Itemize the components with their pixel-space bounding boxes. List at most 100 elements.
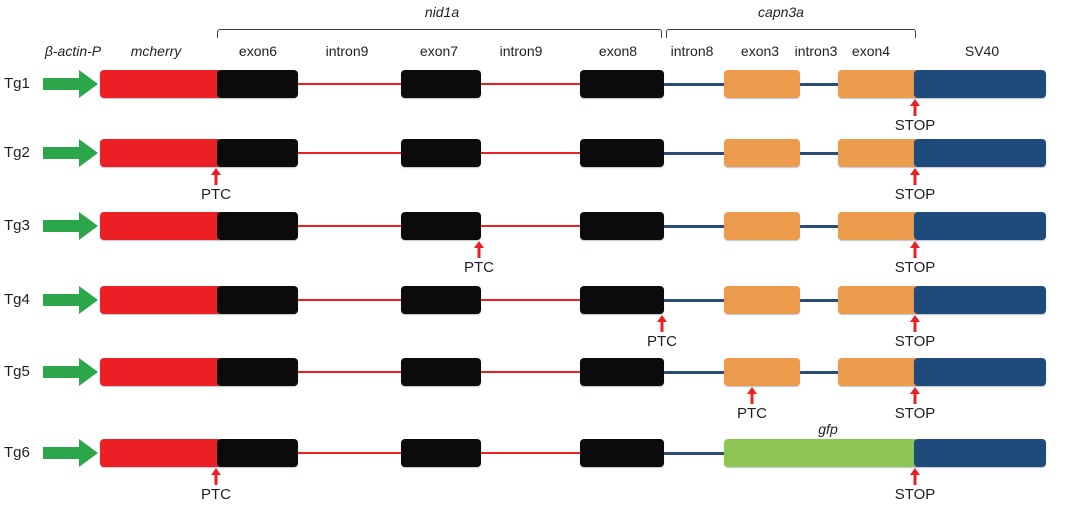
beta-actin-promoter-arrow-glyph bbox=[43, 212, 98, 240]
beta-actin-promoter-arrow-icon bbox=[43, 211, 99, 241]
segment-intron8-line bbox=[664, 151, 724, 155]
segment-exon4-box bbox=[838, 212, 919, 240]
segment-exon6-box bbox=[217, 70, 298, 98]
segment-intron9-line bbox=[481, 371, 580, 373]
stop-arrow-glyph bbox=[910, 168, 920, 185]
beta-actin-promoter-arrow-glyph bbox=[43, 439, 98, 467]
beta-actin-promoter-arrow-icon bbox=[43, 438, 99, 468]
segment-intron9-line bbox=[298, 299, 401, 301]
column-label-mcherry: mcherry bbox=[130, 43, 182, 59]
beta-actin-promoter-arrow-icon bbox=[43, 357, 99, 387]
segment-mcherry-box bbox=[100, 70, 222, 98]
segment-intron9-line bbox=[298, 152, 401, 154]
stop-arrow-glyph bbox=[910, 387, 920, 404]
segment-intron9-line bbox=[481, 452, 580, 454]
segment-intron9-line bbox=[481, 225, 580, 227]
segment-exon7-box bbox=[401, 439, 481, 467]
beta-actin-promoter-arrow-glyph bbox=[43, 70, 98, 98]
segment-exon6-box bbox=[217, 439, 298, 467]
row-label-tg6: Tg6 bbox=[4, 444, 30, 461]
segment-intron8-line bbox=[664, 451, 724, 455]
column-label-exon4: exon4 bbox=[851, 43, 891, 59]
segment-intron8-line bbox=[664, 298, 724, 302]
ptc-arrow-icon bbox=[746, 387, 758, 404]
gene-bracket-nid1a bbox=[217, 29, 662, 38]
column-label-sv40: SV40 bbox=[964, 43, 1000, 59]
stop-arrow-glyph bbox=[910, 315, 920, 332]
segment-exon8-box bbox=[580, 139, 664, 167]
stop-arrow-icon bbox=[909, 468, 921, 485]
segment-exon8-box bbox=[580, 70, 664, 98]
segment-gfp-box bbox=[724, 439, 919, 467]
beta-actin-promoter-arrow-icon bbox=[43, 285, 99, 315]
column-label-exon6: exon6 bbox=[238, 43, 278, 59]
segment-sv40-box bbox=[914, 439, 1046, 467]
ptc-label: PTC bbox=[737, 405, 767, 422]
ptc-label: PTC bbox=[647, 333, 677, 350]
segment-intron8-line bbox=[664, 370, 724, 374]
segment-exon8-box bbox=[580, 212, 664, 240]
segment-intron9-line bbox=[298, 371, 401, 373]
segment-intron3-line bbox=[800, 224, 838, 228]
segment-intron3-line bbox=[800, 151, 838, 155]
segment-intron9-line bbox=[481, 152, 580, 154]
segment-exon4-box bbox=[838, 358, 919, 386]
segment-exon8-box bbox=[580, 286, 664, 314]
ptc-arrow-glyph bbox=[211, 468, 221, 485]
segment-exon6-box bbox=[217, 286, 298, 314]
ptc-arrow-icon bbox=[210, 468, 222, 485]
gene-bracket-capn3a bbox=[666, 29, 916, 38]
column-label-intron9: intron9 bbox=[325, 43, 369, 59]
segment-exon7-box bbox=[401, 286, 481, 314]
segment-sv40-box bbox=[914, 212, 1046, 240]
segment-exon6-box bbox=[217, 358, 298, 386]
segment-intron9-line bbox=[298, 225, 401, 227]
segment-exon4-box bbox=[838, 70, 919, 98]
segment-intron3-line bbox=[800, 370, 838, 374]
segment-exon3-box bbox=[724, 139, 800, 167]
ptc-label: PTC bbox=[201, 186, 231, 203]
segment-exon7-box bbox=[401, 139, 481, 167]
segment-mcherry-box bbox=[100, 139, 222, 167]
stop-label: STOP bbox=[894, 405, 936, 422]
segment-intron3-line bbox=[800, 298, 838, 302]
gene-label-nid1a: nid1a bbox=[424, 4, 460, 20]
stop-arrow-icon bbox=[909, 315, 921, 332]
segment-exon6-box bbox=[217, 139, 298, 167]
column-label-intron8: intron8 bbox=[670, 43, 714, 59]
ptc-label: PTC bbox=[201, 486, 231, 503]
segment-intron9-line bbox=[481, 83, 580, 85]
segment-exon7-box bbox=[401, 358, 481, 386]
stop-label: STOP bbox=[894, 117, 936, 134]
segment-sv40-box bbox=[914, 70, 1046, 98]
beta-actin-promoter-arrow-icon bbox=[43, 69, 99, 99]
segment-sv40-box bbox=[914, 358, 1046, 386]
segment-sv40-box bbox=[914, 139, 1046, 167]
stop-arrow-glyph bbox=[910, 241, 920, 258]
segment-exon7-box bbox=[401, 70, 481, 98]
segment-exon4-box bbox=[838, 139, 919, 167]
ptc-arrow-icon bbox=[473, 241, 485, 258]
beta-actin-promoter-arrow-glyph bbox=[43, 358, 98, 386]
row-label-tg1: Tg1 bbox=[4, 75, 30, 92]
segment-intron9-line bbox=[298, 452, 401, 454]
segment-mcherry-box bbox=[100, 286, 222, 314]
column-label--actin-p: β-actin-P bbox=[44, 43, 102, 59]
ptc-arrow-glyph bbox=[211, 168, 221, 185]
stop-arrow-icon bbox=[909, 99, 921, 116]
stop-label: STOP bbox=[894, 486, 936, 503]
stop-label: STOP bbox=[894, 333, 936, 350]
ptc-label: PTC bbox=[464, 259, 494, 276]
stop-arrow-icon bbox=[909, 387, 921, 404]
segment-exon3-box bbox=[724, 286, 800, 314]
stop-arrow-glyph bbox=[910, 468, 920, 485]
segment-intron3-line bbox=[800, 82, 838, 86]
column-label-intron3: intron3 bbox=[794, 43, 838, 59]
beta-actin-promoter-arrow-glyph bbox=[43, 139, 98, 167]
segment-label-gfp: gfp bbox=[818, 421, 838, 437]
stop-label: STOP bbox=[894, 186, 936, 203]
segment-intron9-line bbox=[298, 83, 401, 85]
segment-exon7-box bbox=[401, 212, 481, 240]
ptc-arrow-glyph bbox=[747, 387, 757, 404]
ptc-arrow-icon bbox=[656, 315, 668, 332]
